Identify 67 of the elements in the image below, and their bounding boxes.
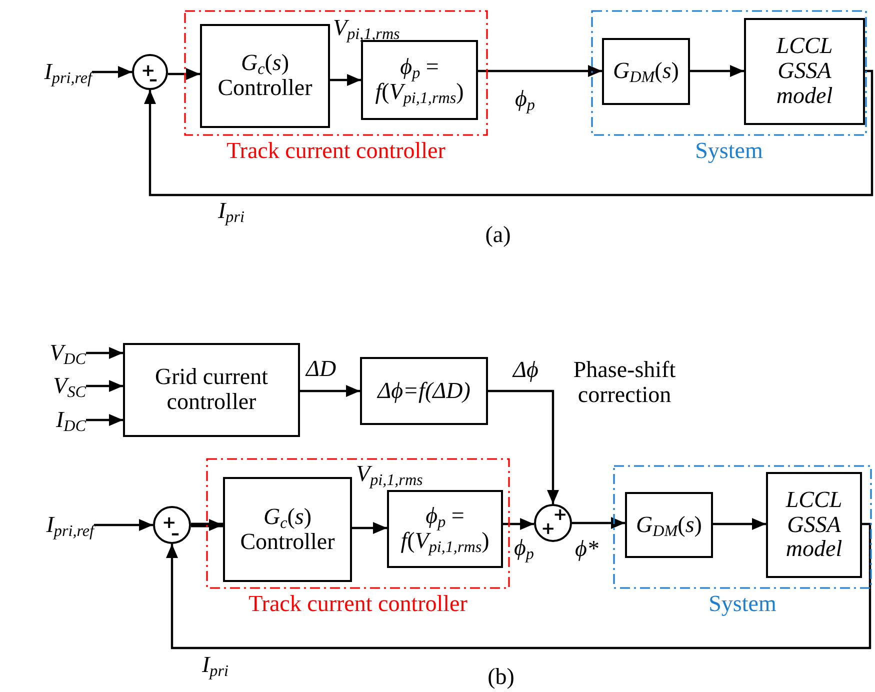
edge-label: V$_{pi,1,rms}$: [356, 461, 423, 486]
arrow: [191, 519, 223, 531]
block-box: [602, 38, 690, 105]
signal-label: I$_{pri,ref}$: [4, 58, 92, 88]
block-box: [123, 343, 300, 437]
arrow: [330, 74, 361, 86]
block-label: Δϕ=f(ΔD): [378, 378, 470, 404]
edge-label: V$_{pi,1,rms}$: [333, 15, 400, 40]
edge-label: ϕ$_{p}$: [514, 535, 534, 560]
edge-label: I$_{pri}$: [202, 652, 228, 678]
arrow: [92, 66, 132, 78]
block-label: LCCL GSSA model: [784, 488, 844, 562]
arrow: [168, 68, 200, 80]
group-title: System: [694, 138, 764, 164]
block-box: [625, 492, 713, 558]
sign-label: +: [553, 509, 568, 523]
block-box: [387, 490, 503, 568]
edge-label: ϕ*: [575, 536, 598, 562]
arrow: [352, 522, 387, 534]
edge-label: Δϕ: [513, 357, 538, 382]
summing-junction: [132, 54, 168, 90]
arrow: [86, 414, 123, 426]
block-label: G$_{c}$(s): [263, 504, 312, 530]
block-label: Controller: [218, 76, 312, 101]
arrow: [478, 65, 602, 77]
caption-label: Phase-shift correction: [572, 357, 677, 408]
arrow: [144, 70, 874, 196]
arrow: [713, 518, 766, 530]
arrow: [86, 347, 123, 359]
caption-label: (b): [486, 664, 516, 690]
arrow: [86, 380, 123, 392]
signal-label: I$_{pri,ref}$: [4, 511, 94, 541]
block-label: G$_{DM}$(s): [613, 59, 679, 84]
sign-label: –: [171, 528, 180, 542]
arrow: [94, 519, 153, 531]
summing-junction: [153, 506, 191, 544]
sign-label: +: [541, 523, 556, 537]
block-label: G$_{c}$(s): [240, 51, 290, 76]
edge-label: ϕ$_{p}$: [515, 86, 535, 112]
block-label: Controller: [240, 530, 335, 554]
block-label: Grid current controller: [154, 365, 270, 415]
group-title: Track current controller: [226, 138, 446, 164]
arrow: [166, 522, 872, 650]
group-title: System: [708, 591, 778, 616]
caption-label: (a): [484, 222, 512, 248]
signal-label: V$_{SC}$: [20, 372, 86, 402]
block-box: [766, 472, 862, 578]
arrow: [690, 65, 744, 77]
block-box: [200, 24, 330, 128]
sign-label: +: [162, 517, 176, 531]
block-label: LCCL GSSA model: [775, 34, 834, 109]
block-box: [744, 18, 865, 125]
arrow: [572, 517, 625, 529]
edge-label: ΔD: [306, 356, 336, 382]
summing-junction: [534, 504, 572, 542]
signal-label: V$_{DC}$: [20, 339, 86, 369]
block-box: [360, 357, 488, 425]
block-label: ϕ$_{p}$ = f(V$_{pi,1,rms}$): [374, 55, 465, 105]
block-box: [223, 477, 352, 582]
arrow: [488, 390, 559, 504]
edge-label: I$_{pri}$: [218, 198, 244, 224]
arrow: [503, 518, 534, 530]
signal-label: I$_{DC}$: [20, 406, 86, 436]
block-label: G$_{DM}$(s): [636, 512, 702, 538]
block-label: ϕ$_{p}$ = f(V$_{pi,1,rms}$): [400, 504, 490, 554]
group-title: Track current controller: [248, 591, 468, 616]
arrow: [300, 385, 360, 397]
